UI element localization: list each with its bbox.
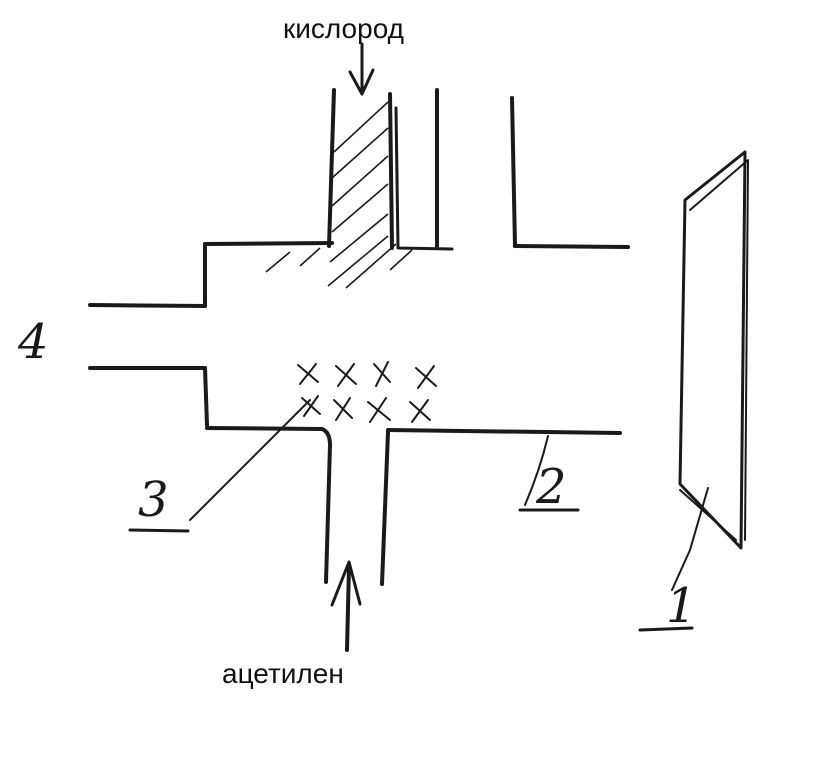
- callout-1: 1: [666, 578, 697, 634]
- acetylene-label: ацетилен: [222, 658, 344, 689]
- callout-3-underline: [128, 528, 190, 533]
- acetylene-arrow: [330, 560, 362, 652]
- callout-3: 3: [138, 472, 169, 528]
- oxygen-inlet-tube: [265, 88, 454, 289]
- callout-2: 2: [535, 459, 567, 515]
- injector-crosses: [297, 361, 437, 423]
- oxygen-label: кислород: [283, 13, 404, 44]
- callout-1-underline: [638, 626, 694, 632]
- callout-4: 4: [17, 314, 49, 370]
- oxygen-arrow: [348, 42, 375, 96]
- acetylene-inlet-tube: [320, 427, 390, 586]
- mixing-chamber: [88, 241, 630, 435]
- tip-nozzle: [678, 150, 749, 550]
- oxygen-outer-sleeve: [435, 88, 517, 250]
